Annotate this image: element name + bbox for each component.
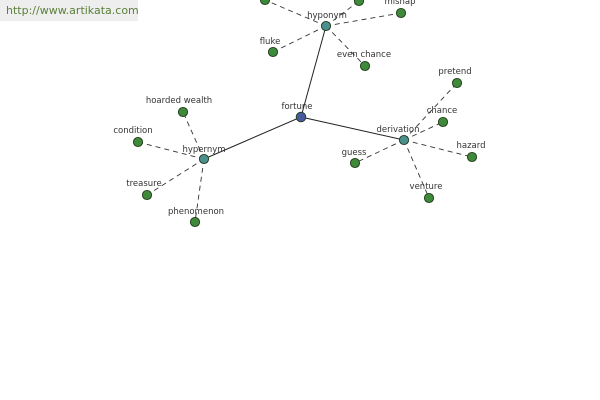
leaf-label: condition [113,126,152,136]
root-label: fortune [281,102,312,112]
leaf-edge-0-3 [325,25,366,67]
leaf-node[interactable] [267,46,279,58]
leaf-node[interactable] [359,60,371,72]
leaf-edge-0-1 [325,12,402,27]
leaf-edge-2-0 [403,82,458,141]
leaf-label: phenomenon [168,207,224,217]
leaf-edge-2-3 [354,139,405,164]
leaf-node[interactable] [466,151,478,163]
leaf-edge-2-2 [403,139,473,158]
leaf-node[interactable] [451,77,463,89]
leaf-node[interactable] [395,7,407,19]
leaf-node[interactable] [141,189,153,201]
root-edge-1 [203,116,302,160]
leaf-label: treasure [126,179,161,189]
leaf-edge-0-0 [264,0,327,27]
leaf-node[interactable] [189,216,201,228]
leaf-node[interactable] [353,0,365,7]
leaf-edge-1-2 [146,158,205,196]
leaf-node[interactable] [259,0,271,6]
relation-label: derivation [376,125,419,135]
root-node[interactable] [295,111,307,123]
leaf-label: even chance [337,50,391,60]
relation-label: hypernym [182,145,225,155]
leaf-label: venture [410,182,443,192]
relation-node[interactable] [320,20,332,32]
watermark-url: http://www.artikata.com [0,0,138,21]
leaf-edge-1-1 [137,141,205,160]
root-edge-2 [300,116,405,141]
root-edge-0 [300,25,327,118]
leaf-edge-2-1 [403,121,444,141]
relation-label: hyponym [307,11,347,21]
leaf-node[interactable] [177,106,189,118]
leaf-edge-0-2 [272,25,327,53]
leaf-label: fluke [260,37,281,47]
leaf-node[interactable] [349,157,361,169]
leaf-label: pretend [438,67,471,77]
leaf-label: chance [427,106,458,116]
relation-node[interactable] [398,134,410,146]
leaf-label: hazard [456,141,485,151]
leaf-node[interactable] [437,116,449,128]
relation-node[interactable] [198,153,210,165]
leaf-label: guess [342,148,367,158]
leaf-edge-2-4 [403,139,430,199]
leaf-node[interactable] [423,192,435,204]
leaf-node[interactable] [132,136,144,148]
leaf-label: mishap [384,0,415,7]
leaf-edge-0-4 [325,0,360,27]
leaf-label: hoarded wealth [146,96,212,106]
leaf-edge-1-3 [194,158,205,223]
